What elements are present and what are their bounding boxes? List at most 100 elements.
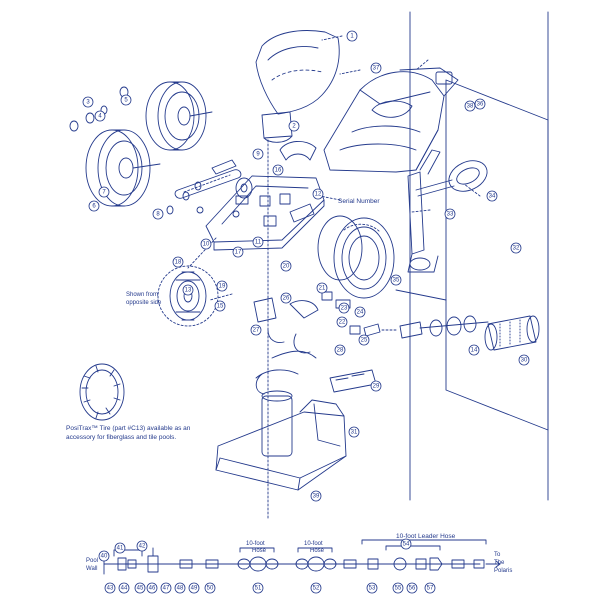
callout-number: 39 <box>313 493 320 499</box>
callout-circle <box>310 582 322 594</box>
callout-number: 24 <box>357 309 364 315</box>
callout-36: 36 <box>474 98 486 110</box>
callout-circle <box>120 94 132 106</box>
callout-circle <box>118 582 130 594</box>
callout-8: 8 <box>152 208 164 220</box>
callout-number: 32 <box>513 245 520 251</box>
callout-number: 3 <box>86 99 90 105</box>
callout-number: 48 <box>177 585 184 591</box>
pool-wall-panel <box>395 79 549 431</box>
callout-circle <box>392 582 404 594</box>
callout-circle <box>424 582 436 594</box>
callout-circle <box>204 582 216 594</box>
callout-circle <box>336 316 348 328</box>
callout-13: 13 <box>182 284 194 296</box>
gear-assembly <box>157 265 219 327</box>
callout-32: 32 <box>510 242 522 254</box>
callout-circle <box>312 188 324 200</box>
callout-number: 53 <box>369 585 376 591</box>
callout-circle <box>354 306 366 318</box>
callout-number: 45 <box>137 585 144 591</box>
callout-number: 49 <box>191 585 198 591</box>
sweep-hose <box>255 350 317 395</box>
bottom-housing <box>215 390 347 491</box>
callout-number: 54 <box>403 541 410 547</box>
callout-circle <box>160 582 172 594</box>
callout-2: 2 <box>288 120 300 132</box>
callout-number: 34 <box>489 193 496 199</box>
callout-20: 20 <box>280 260 292 272</box>
callout-33: 33 <box>444 208 456 220</box>
wheel-left-front <box>85 129 161 207</box>
callout-circle <box>216 280 228 292</box>
callout-57: 57 <box>424 582 436 594</box>
callout-number: 15 <box>217 303 224 309</box>
callout-47: 47 <box>160 582 172 594</box>
callout-26: 26 <box>280 292 292 304</box>
callout-number: 9 <box>256 151 260 157</box>
fitting-chain <box>399 315 489 339</box>
hose-chain <box>103 539 501 575</box>
callout-circle <box>310 490 322 502</box>
callout-12: 12 <box>312 188 324 200</box>
callout-circle <box>250 324 262 336</box>
callout-11: 11 <box>252 236 264 248</box>
callout-number: 30 <box>521 357 528 363</box>
callout-circle <box>406 582 418 594</box>
callout-number: 13 <box>185 287 192 293</box>
callout-circle <box>182 284 194 296</box>
callout-number: 40 <box>101 553 108 559</box>
callout-circle <box>232 246 244 258</box>
feed-mast <box>407 149 455 273</box>
callout-number: 51 <box>255 585 262 591</box>
callout-10: 10 <box>200 238 212 250</box>
callout-number: 31 <box>351 429 358 435</box>
callout-25: 25 <box>358 334 370 346</box>
callout-number: 2 <box>292 123 296 129</box>
callout-number: 33 <box>447 211 454 217</box>
callout-24: 24 <box>354 306 366 318</box>
callout-number: 14 <box>471 347 478 353</box>
callout-circle <box>98 186 110 198</box>
callout-number: 20 <box>283 263 290 269</box>
pool-wall-label-1: Pool <box>86 558 98 564</box>
callout-21: 21 <box>316 282 328 294</box>
callout-circle <box>334 344 346 356</box>
callout-49: 49 <box>188 582 200 594</box>
callout-circle <box>272 164 284 176</box>
callout-circle <box>518 354 530 366</box>
callout-54: 54 <box>400 538 412 550</box>
callout-48: 48 <box>174 582 186 594</box>
opposite-side-label: opposite side <box>126 300 162 306</box>
pool-wall-label-2: Wall <box>86 566 97 572</box>
callout-number: 17 <box>235 249 242 255</box>
callout-number: 50 <box>207 585 214 591</box>
drive-belt <box>174 159 242 199</box>
callout-number: 22 <box>339 319 346 325</box>
callout-number: 55 <box>395 585 402 591</box>
callout-number: 38 <box>467 103 474 109</box>
callout-circle <box>348 426 360 438</box>
callout-28: 28 <box>334 344 346 356</box>
drive-gear <box>235 141 317 199</box>
callout-37: 37 <box>370 62 382 74</box>
callout-41: 41 <box>114 542 126 554</box>
callout-circle <box>114 542 126 554</box>
callout-34: 34 <box>486 190 498 202</box>
callout-14: 14 <box>468 344 480 356</box>
callout-38: 38 <box>464 100 476 112</box>
callout-number: 29 <box>373 383 380 389</box>
debris-bag <box>255 30 340 143</box>
to-polaris-label-2: The <box>494 560 505 566</box>
callout-35: 35 <box>390 274 402 286</box>
callout-number: 4 <box>98 113 102 119</box>
callout-4: 4 <box>94 110 106 122</box>
callout-circle <box>468 344 480 356</box>
callout-circle <box>370 380 382 392</box>
callout-circle <box>366 582 378 594</box>
callout-43: 43 <box>104 582 116 594</box>
callout-circle <box>82 96 94 108</box>
callout-22: 22 <box>336 316 348 328</box>
callout-circle <box>390 274 402 286</box>
